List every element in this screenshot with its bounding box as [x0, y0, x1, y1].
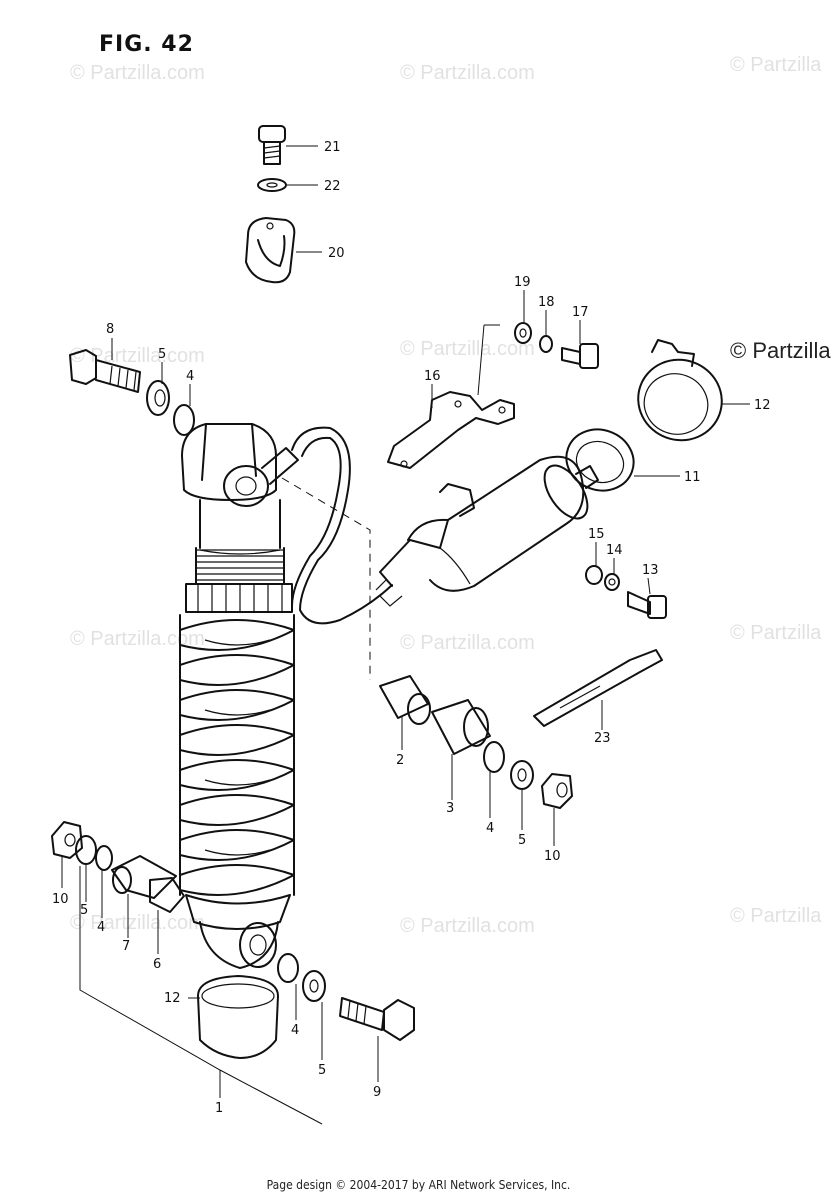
part-7-collar[interactable]	[111, 855, 177, 899]
part-18-lock-washer[interactable]	[539, 335, 553, 353]
part-16-bracket[interactable]	[387, 391, 515, 469]
callout-19: 19	[514, 275, 531, 290]
part-19-washer[interactable]	[514, 322, 532, 344]
callout-20: 20	[328, 246, 345, 261]
watermark-edge: © Partzilla	[730, 338, 831, 363]
callout-22: 22	[324, 179, 341, 194]
callout-16: 16	[424, 369, 441, 384]
part-4-ring[interactable]	[277, 953, 299, 983]
part-9-bolt[interactable]	[339, 997, 415, 1041]
part-3-collar[interactable]	[431, 699, 491, 755]
callout-4: 4	[186, 369, 194, 384]
callout-14: 14	[606, 543, 623, 558]
callout-21: 21	[324, 140, 341, 155]
callout-11: 11	[684, 470, 701, 485]
watermark: © Partzilla.com	[70, 62, 205, 84]
part-4-ring[interactable]	[483, 741, 505, 773]
part-12-cushion[interactable]	[197, 975, 279, 1059]
part-22-washer[interactable]	[257, 178, 287, 192]
part-20-clamp[interactable]	[245, 217, 296, 284]
part-5-washer[interactable]	[510, 760, 534, 790]
part-21-bolt[interactable]	[258, 125, 286, 165]
watermark: © Partzilla.com	[70, 628, 205, 650]
part-2-collar[interactable]	[379, 675, 431, 725]
reservoir-tank[interactable]	[375, 455, 599, 607]
callout-10: 10	[544, 849, 561, 864]
callout-7: 7	[122, 939, 130, 954]
callout-1: 1	[215, 1101, 223, 1116]
part-4-ring[interactable]	[95, 845, 113, 871]
part-5-washer[interactable]	[146, 380, 170, 416]
watermark: © Partzilla.com	[400, 915, 535, 937]
part-10-nut[interactable]	[541, 773, 573, 809]
callout-5: 5	[80, 903, 88, 918]
part-11-clamp-band[interactable]	[558, 420, 642, 500]
callout-3: 3	[446, 801, 454, 816]
part-6-collar[interactable]	[149, 877, 185, 913]
callout-5: 5	[158, 347, 166, 362]
callout-2: 2	[396, 753, 404, 768]
part-5-washer[interactable]	[302, 970, 326, 1002]
callout-12: 12	[164, 991, 181, 1006]
part-14-washer[interactable]	[604, 573, 620, 591]
callout-18: 18	[538, 295, 555, 310]
callout-5: 5	[318, 1063, 326, 1078]
part-17-bolt[interactable]	[561, 343, 599, 369]
part-23-strap[interactable]	[533, 649, 663, 727]
shock-absorber-assembly[interactable]	[179, 423, 299, 969]
callout-4: 4	[486, 821, 494, 836]
watermark: © Partzilla	[730, 622, 822, 644]
callout-15: 15	[588, 527, 605, 542]
footer-copyright: Page design © 2004-2017 by ARI Network S…	[266, 1178, 571, 1192]
watermark: © Partzilla	[730, 905, 822, 927]
callout-12: 12	[754, 398, 771, 413]
callout-5: 5	[518, 833, 526, 848]
callout-9: 9	[373, 1085, 381, 1100]
part-8-bolt[interactable]	[69, 349, 141, 393]
figure-title: FIG. 42	[99, 32, 194, 57]
callout-8: 8	[106, 322, 114, 337]
part-15-washer[interactable]	[585, 565, 603, 585]
watermark: © Partzilla.com	[70, 912, 205, 934]
callout-23: 23	[594, 731, 611, 746]
callout-4: 4	[97, 920, 105, 935]
watermark: © Partzilla.com	[400, 632, 535, 654]
part-4-ring[interactable]	[173, 404, 195, 436]
watermark: © Partzilla	[730, 54, 822, 76]
callout-10: 10	[52, 892, 69, 907]
part-13-bolt[interactable]	[627, 591, 667, 619]
watermark: © Partzilla.com	[400, 62, 535, 84]
part-12-clamp-band[interactable]	[627, 339, 733, 452]
callout-6: 6	[153, 957, 161, 972]
watermark: © Partzilla.com	[400, 338, 535, 360]
callout-4: 4	[291, 1023, 299, 1038]
part-10-nut[interactable]	[51, 821, 83, 859]
callout-17: 17	[572, 305, 589, 320]
callout-13: 13	[642, 563, 659, 578]
